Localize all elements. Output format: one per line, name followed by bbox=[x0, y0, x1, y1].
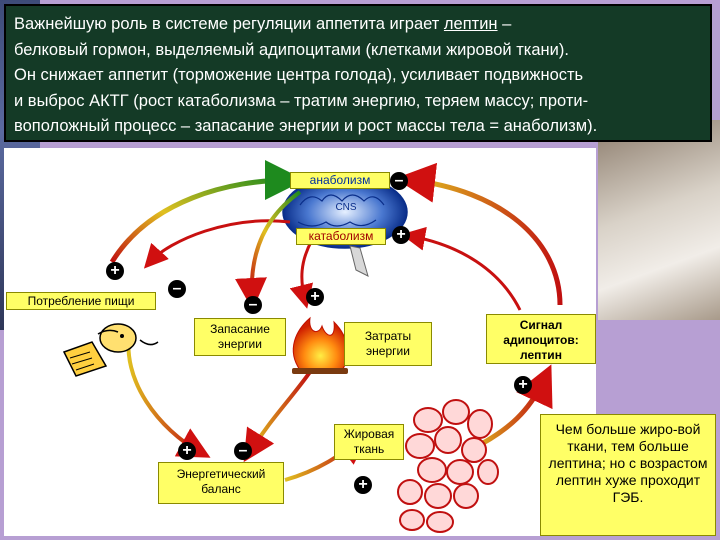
header-box: Важнейшую роль в системе регуляции аппет… bbox=[4, 4, 712, 142]
arrow-catabolism-to-expenditure bbox=[289, 239, 314, 309]
plus-sign-catabolism: + bbox=[392, 226, 410, 244]
food-intake-label: Потребление пищи bbox=[6, 292, 156, 310]
header-text: Важнейшую роль в системе регуляции аппет… bbox=[14, 12, 710, 140]
arrow-food-to-anabolism bbox=[109, 160, 305, 264]
fire-icon bbox=[292, 316, 349, 374]
cns-label: CNS bbox=[335, 202, 357, 213]
minus-sign-storage: – bbox=[244, 296, 262, 314]
plus-sign-balance-left: + bbox=[178, 442, 196, 460]
catabolism-label: катаболизм bbox=[296, 228, 386, 245]
arrow-anabolism-to-storage bbox=[234, 190, 302, 310]
adipose-cells-icon bbox=[397, 399, 499, 533]
background-photo-right bbox=[598, 120, 720, 320]
energy-storage-label: Запасание энергии bbox=[194, 318, 286, 356]
energy-balance-label: Энергетический баланс bbox=[158, 462, 284, 504]
header-line-3: Он снижает аппетит (торможение центра го… bbox=[14, 66, 584, 84]
plus-sign-adipose: + bbox=[354, 476, 372, 494]
minus-sign-balance-right: – bbox=[234, 442, 252, 460]
adipose-tissue-label: Жировая ткань bbox=[334, 424, 404, 460]
energy-expenditure-label: Затраты энергии bbox=[344, 322, 432, 366]
arrow-leptin-to-catabolism bbox=[401, 226, 522, 311]
plus-sign-leptin: + bbox=[514, 376, 532, 394]
brain-icon bbox=[282, 175, 408, 277]
plus-sign-expenditure: + bbox=[306, 288, 324, 306]
adipocyte-signal-label: Сигнал адипоцитов: лептин bbox=[486, 314, 596, 364]
header-line-1: Важнейшую роль в системе регуляции аппет… bbox=[14, 15, 512, 33]
leptin-note-box: Чем больше жиро-вой ткани, тем больше ле… bbox=[540, 414, 716, 536]
header-line-5: воположный процесс – запасание энергии и… bbox=[14, 117, 598, 135]
header-line-4: и выброс АКТГ (рост катаболизма – тратим… bbox=[14, 91, 589, 110]
arrow-expenditure-to-balance bbox=[243, 370, 312, 463]
minus-sign-food-right: – bbox=[168, 280, 186, 298]
arrow-leptin-to-anabolism bbox=[395, 162, 563, 306]
plus-sign-food-left: + bbox=[106, 262, 124, 280]
leptin-term: лептин bbox=[443, 15, 498, 33]
food-eater-icon bbox=[62, 323, 159, 377]
minus-sign-anabolism: – bbox=[390, 172, 408, 190]
arrow-food-to-balance bbox=[126, 329, 211, 458]
header-line-2: белковый гормон, выделяемый адипоцитами … bbox=[14, 40, 569, 59]
anabolism-label: анаболизм bbox=[290, 172, 390, 189]
